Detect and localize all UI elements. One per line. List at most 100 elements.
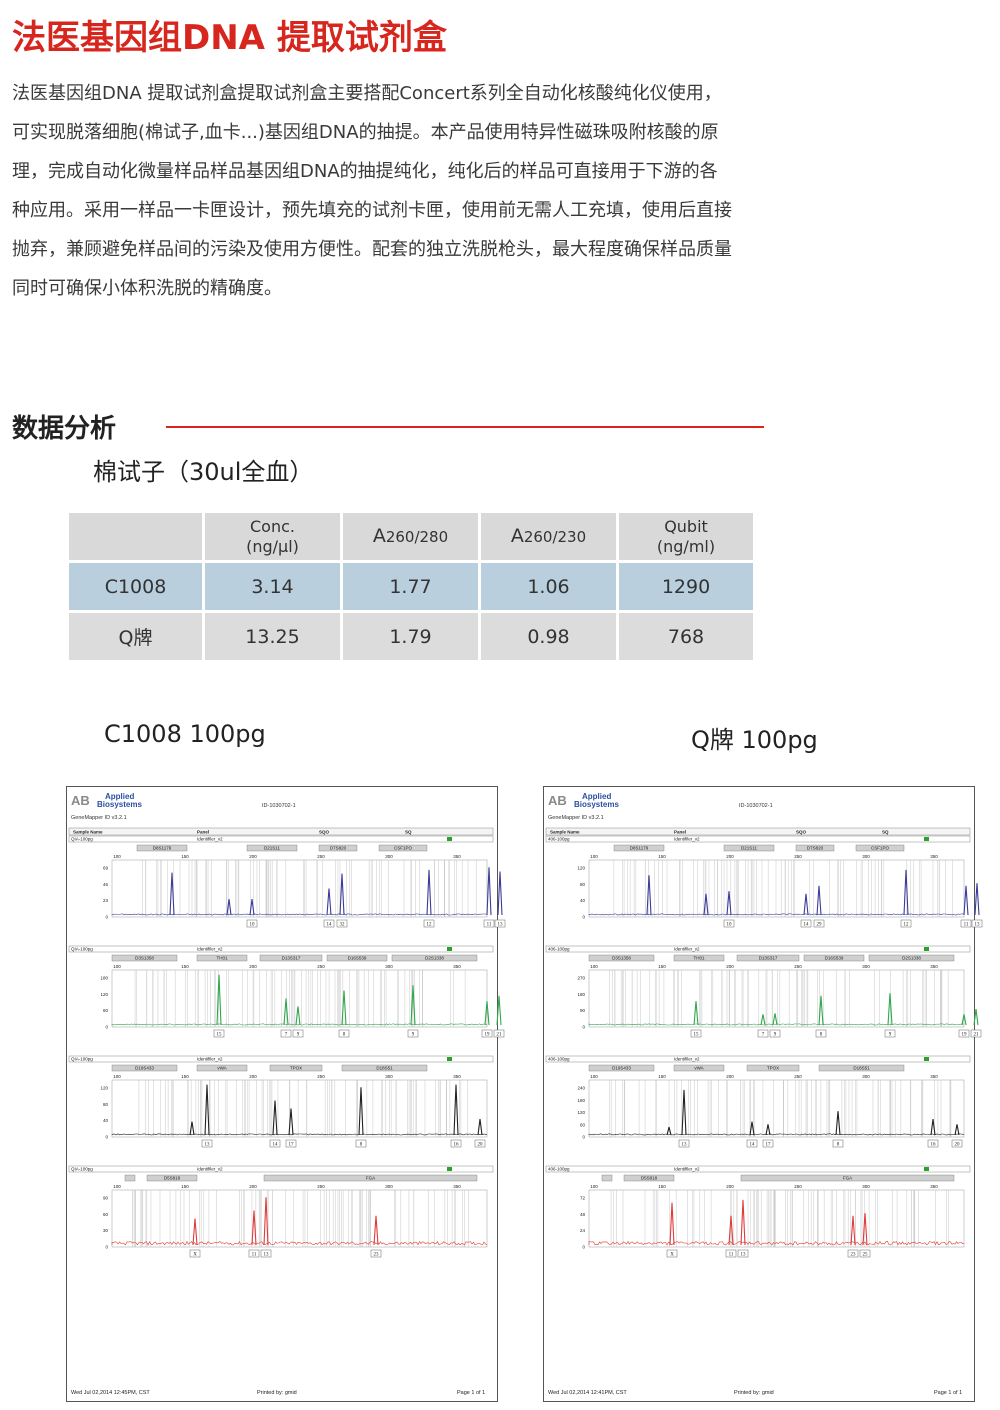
x-tick-label: 350 — [453, 854, 461, 859]
column-header-bar — [68, 827, 494, 836]
plot-frame — [588, 1079, 965, 1138]
locus-label: vWA — [694, 1066, 703, 1071]
table-header-row: Conc. (ng/µl) A260/280 A260/230 Qubit (n… — [69, 513, 753, 563]
y-tick-label: 180 — [577, 1098, 585, 1103]
locus-bar — [124, 1174, 136, 1182]
allele-box — [757, 1029, 769, 1038]
column-header: Sample Name — [550, 830, 580, 835]
allele-box — [800, 919, 812, 928]
peak — [772, 1013, 778, 1026]
allele-box — [960, 919, 972, 928]
x-tick-label: 100 — [113, 1074, 121, 1079]
table-header-a260-230: A260/230 — [481, 513, 616, 563]
allele-label: 19 — [962, 1033, 968, 1038]
sample-name: QIA-100pg — [71, 1057, 93, 1062]
y-tick-label: 0 — [105, 1245, 108, 1250]
locus-bar — [673, 954, 725, 962]
allele-box — [900, 919, 912, 928]
x-tick-label: 300 — [385, 1184, 393, 1189]
peak — [862, 1213, 868, 1246]
locus-label: D7S820 — [330, 846, 347, 851]
peak — [954, 1124, 960, 1136]
plot-frame — [111, 1189, 488, 1248]
peak — [204, 1084, 210, 1136]
locus-label: vWA — [217, 1066, 226, 1071]
x-tick-label: 100 — [590, 1184, 598, 1189]
status-indicator — [924, 1167, 929, 1171]
allele-box — [338, 1029, 350, 1038]
sample-name: QIA-100pg — [71, 1167, 93, 1172]
allele-box — [483, 919, 495, 928]
status-indicator — [924, 1057, 929, 1061]
allele-label: 11 — [729, 1253, 734, 1258]
peak — [339, 873, 345, 916]
table-cell: 1.77 — [343, 563, 478, 613]
x-tick-label: 150 — [658, 1184, 666, 1189]
peak — [283, 998, 289, 1026]
allele-box — [248, 1249, 260, 1258]
allele-label: 20 — [478, 1143, 484, 1148]
x-tick-label: 250 — [794, 854, 802, 859]
plot-frame — [588, 969, 965, 1028]
locus-label: D21S11 — [264, 846, 280, 851]
sample-row-bar — [68, 835, 494, 843]
allele-label: 8 — [837, 1143, 840, 1148]
allele-label: 17 — [766, 1143, 772, 1148]
allele-box — [493, 1029, 505, 1038]
panel-name: Identifiler_v2 — [674, 947, 700, 952]
allele-label: 21 — [497, 1033, 503, 1038]
allele-label: 14 — [273, 1143, 279, 1148]
locus-bar — [246, 844, 298, 852]
allele-label: 17 — [289, 1143, 295, 1148]
allele-box — [407, 1029, 419, 1038]
peak — [272, 1100, 278, 1136]
peak — [850, 1215, 856, 1246]
allele-label: 13 — [205, 1143, 211, 1148]
allele-box — [494, 919, 506, 928]
peak — [484, 1001, 490, 1026]
x-tick-label: 200 — [249, 964, 257, 969]
locus-label: D2S1338 — [902, 956, 921, 961]
locus-bar — [263, 1174, 478, 1182]
sample-name: QIA-100pg — [71, 947, 93, 952]
allele-label: 9 — [412, 1033, 415, 1038]
allele-box — [951, 1139, 963, 1148]
x-tick-label: 350 — [930, 1184, 938, 1189]
locus-label: D13S317 — [759, 956, 778, 961]
allele-label: 16 — [454, 1143, 460, 1148]
locus-bar — [111, 1064, 178, 1072]
allele-label: 7 — [762, 1033, 765, 1038]
x-tick-label: 200 — [249, 1074, 257, 1079]
status-indicator — [447, 837, 452, 841]
logo-line1: Applied — [105, 792, 134, 801]
peak — [288, 1108, 294, 1136]
locus-label: D3S1358 — [612, 956, 631, 961]
table-cell: 1.79 — [343, 613, 478, 663]
table-cell-sample: Q牌 — [69, 613, 202, 663]
allele-label: 8 — [360, 1143, 363, 1148]
section-title: 数据分析 — [12, 414, 117, 444]
y-tick-label: 24 — [580, 1228, 586, 1233]
locus-bar — [613, 844, 665, 852]
panel-name: Identifiler_v2 — [674, 1057, 700, 1062]
table-cell: 13.25 — [205, 613, 340, 663]
y-tick-label: 0 — [105, 1025, 108, 1030]
allele-box — [201, 1139, 213, 1148]
allele-box — [927, 1139, 939, 1148]
locus-label: D19S433 — [135, 1066, 154, 1071]
x-tick-label: 150 — [658, 1074, 666, 1079]
y-tick-label: 0 — [105, 1135, 108, 1140]
allele-box — [292, 1029, 304, 1038]
x-tick-label: 250 — [794, 964, 802, 969]
section-divider — [166, 426, 764, 428]
locus-bar — [740, 1174, 955, 1182]
peak — [816, 885, 822, 916]
allele-box — [323, 919, 335, 928]
locus-label: D8S1179 — [153, 846, 172, 851]
status-indicator — [447, 947, 452, 951]
table-cell: 3.14 — [205, 563, 340, 613]
peak — [818, 995, 824, 1026]
peak — [216, 974, 222, 1026]
